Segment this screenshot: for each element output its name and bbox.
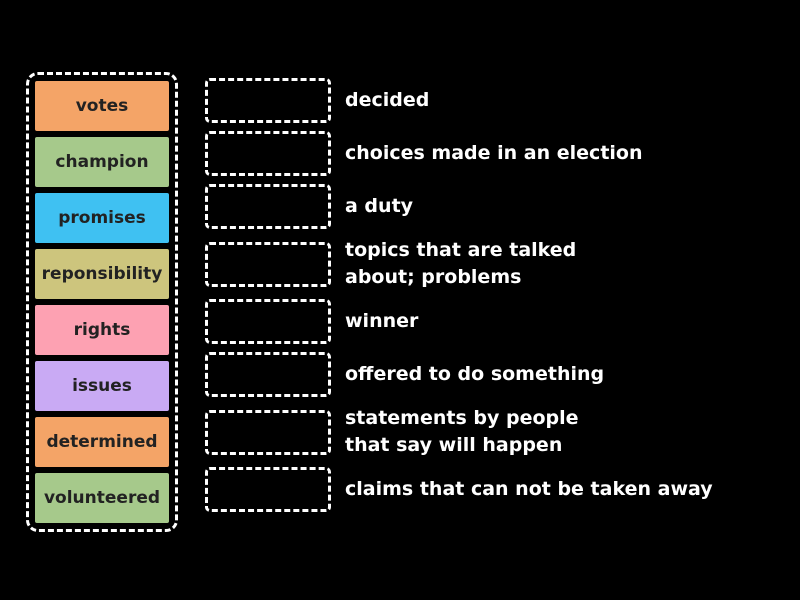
word-tile-promises[interactable]: promises	[35, 193, 169, 243]
clue-text: statements by people that say will happe…	[345, 407, 579, 456]
drop-zone-8[interactable]	[205, 467, 331, 512]
match-row: topics that are talked about; problems	[205, 237, 713, 291]
word-tile-issues[interactable]: issues	[35, 361, 169, 411]
word-tile-votes[interactable]: votes	[35, 81, 169, 131]
match-row: claims that can not be taken away	[205, 467, 713, 512]
word-tile-column: votes champion promises reponsibility ri…	[26, 72, 178, 532]
drop-zone-5[interactable]	[205, 299, 331, 344]
drop-zone-7[interactable]	[205, 409, 331, 455]
clue-text: topics that are talked about; problems	[345, 239, 577, 288]
word-tile-champion[interactable]: champion	[35, 137, 169, 187]
match-row: offered to do something	[205, 352, 713, 397]
clue-text: choices made in an election	[345, 142, 643, 164]
match-row: choices made in an election	[205, 131, 713, 176]
word-tile-reponsibility[interactable]: reponsibility	[35, 249, 169, 299]
word-tile-determined[interactable]: determined	[35, 417, 169, 467]
match-row: a duty	[205, 184, 713, 229]
drop-zone-6[interactable]	[205, 352, 331, 397]
word-tile-rights[interactable]: rights	[35, 305, 169, 355]
clue-text: offered to do something	[345, 363, 605, 385]
drop-zone-2[interactable]	[205, 131, 331, 176]
word-tile-volunteered[interactable]: volunteered	[35, 473, 169, 523]
clue-text: decided	[345, 89, 430, 111]
clue-text: claims that can not be taken away	[345, 478, 713, 500]
drop-zone-3[interactable]	[205, 184, 331, 229]
clue-text: a duty	[345, 195, 414, 217]
clue-column: decided choices made in an election a du…	[205, 78, 713, 512]
match-row: decided	[205, 78, 713, 123]
drop-zone-1[interactable]	[205, 78, 331, 123]
drop-zone-4[interactable]	[205, 241, 331, 287]
clue-text: winner	[345, 310, 419, 332]
match-row: winner	[205, 299, 713, 344]
match-row: statements by people that say will happe…	[205, 405, 713, 459]
